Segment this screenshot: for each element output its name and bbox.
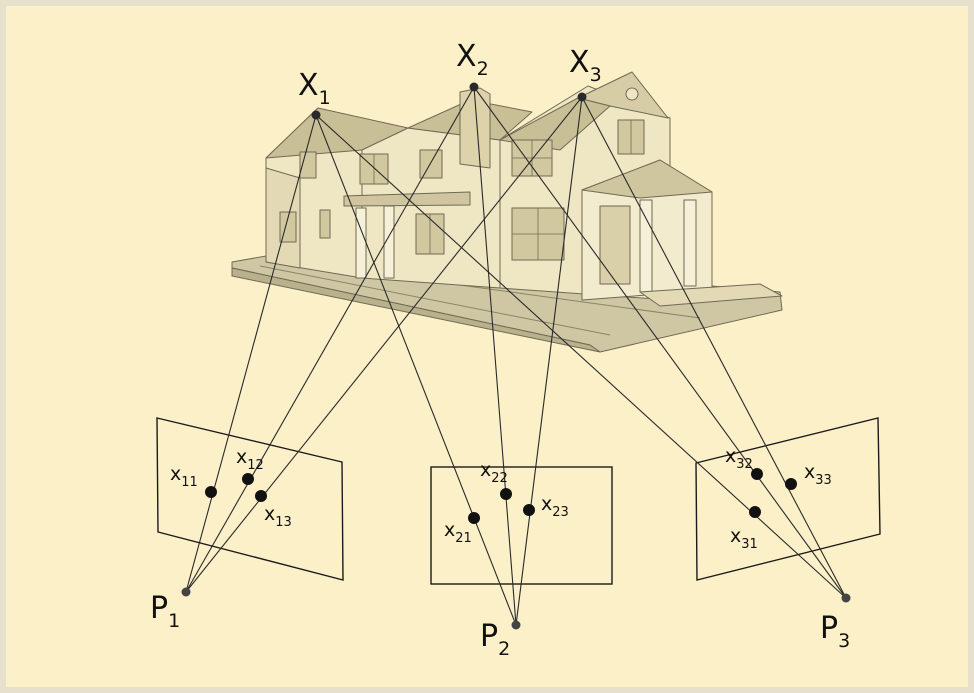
image-point-label-x31: x31	[730, 525, 758, 552]
projection-rays	[185, 86, 847, 626]
ray-X1-P2	[315, 114, 517, 626]
image-point-x31	[749, 506, 761, 518]
scene-point-X2	[469, 82, 479, 92]
camera-center-P3	[841, 593, 851, 603]
scene-point-X1	[311, 110, 321, 120]
ray-X3-P3	[581, 96, 847, 599]
image-point-x33	[785, 478, 797, 490]
image-plane-3	[695, 417, 881, 581]
camera-label-P1: P1	[150, 591, 180, 632]
image-point-x21	[468, 512, 480, 524]
image-point-label-x22: x22	[480, 459, 508, 486]
image-point-label-x12: x12	[236, 446, 264, 473]
image-point-label-x11: x11	[170, 463, 198, 490]
camera-center-P2	[511, 620, 521, 630]
image-point-label-x32: x32	[725, 445, 753, 472]
image-point-x32	[751, 468, 763, 480]
ray-X1-P1	[185, 114, 317, 593]
camera-label-P3: P3	[820, 611, 850, 652]
image-point-x23	[523, 504, 535, 516]
scene-point-X3	[577, 92, 587, 102]
camera-center-markers	[181, 587, 851, 630]
scene-point-label-X2: X2	[456, 39, 489, 80]
image-point-x11	[205, 486, 217, 498]
image-point-x13	[255, 490, 267, 502]
image-point-label-x21: x21	[444, 519, 472, 546]
image-plane-1	[156, 417, 344, 581]
image-point-markers	[205, 468, 797, 524]
ray-X3-P2	[515, 96, 583, 626]
ray-X2-P2	[473, 86, 517, 626]
ray-X3-P1	[185, 96, 583, 593]
camera-center-P1	[181, 587, 191, 597]
scene-point-markers	[311, 82, 587, 120]
ray-X2-P1	[185, 86, 475, 593]
image-point-label-x13: x13	[264, 503, 292, 530]
scene-point-label-X3: X3	[569, 45, 602, 86]
image-point-label-x23: x23	[541, 493, 569, 520]
image-point-x22	[500, 488, 512, 500]
camera-label-P2: P2	[480, 619, 510, 660]
house-illustration	[231, 71, 783, 353]
ray-X1-P3	[315, 114, 847, 599]
scene-point-label-X1: X1	[298, 68, 331, 109]
ray-X2-P3	[473, 86, 847, 599]
image-point-x12	[242, 473, 254, 485]
image-point-label-x33: x33	[804, 461, 832, 488]
